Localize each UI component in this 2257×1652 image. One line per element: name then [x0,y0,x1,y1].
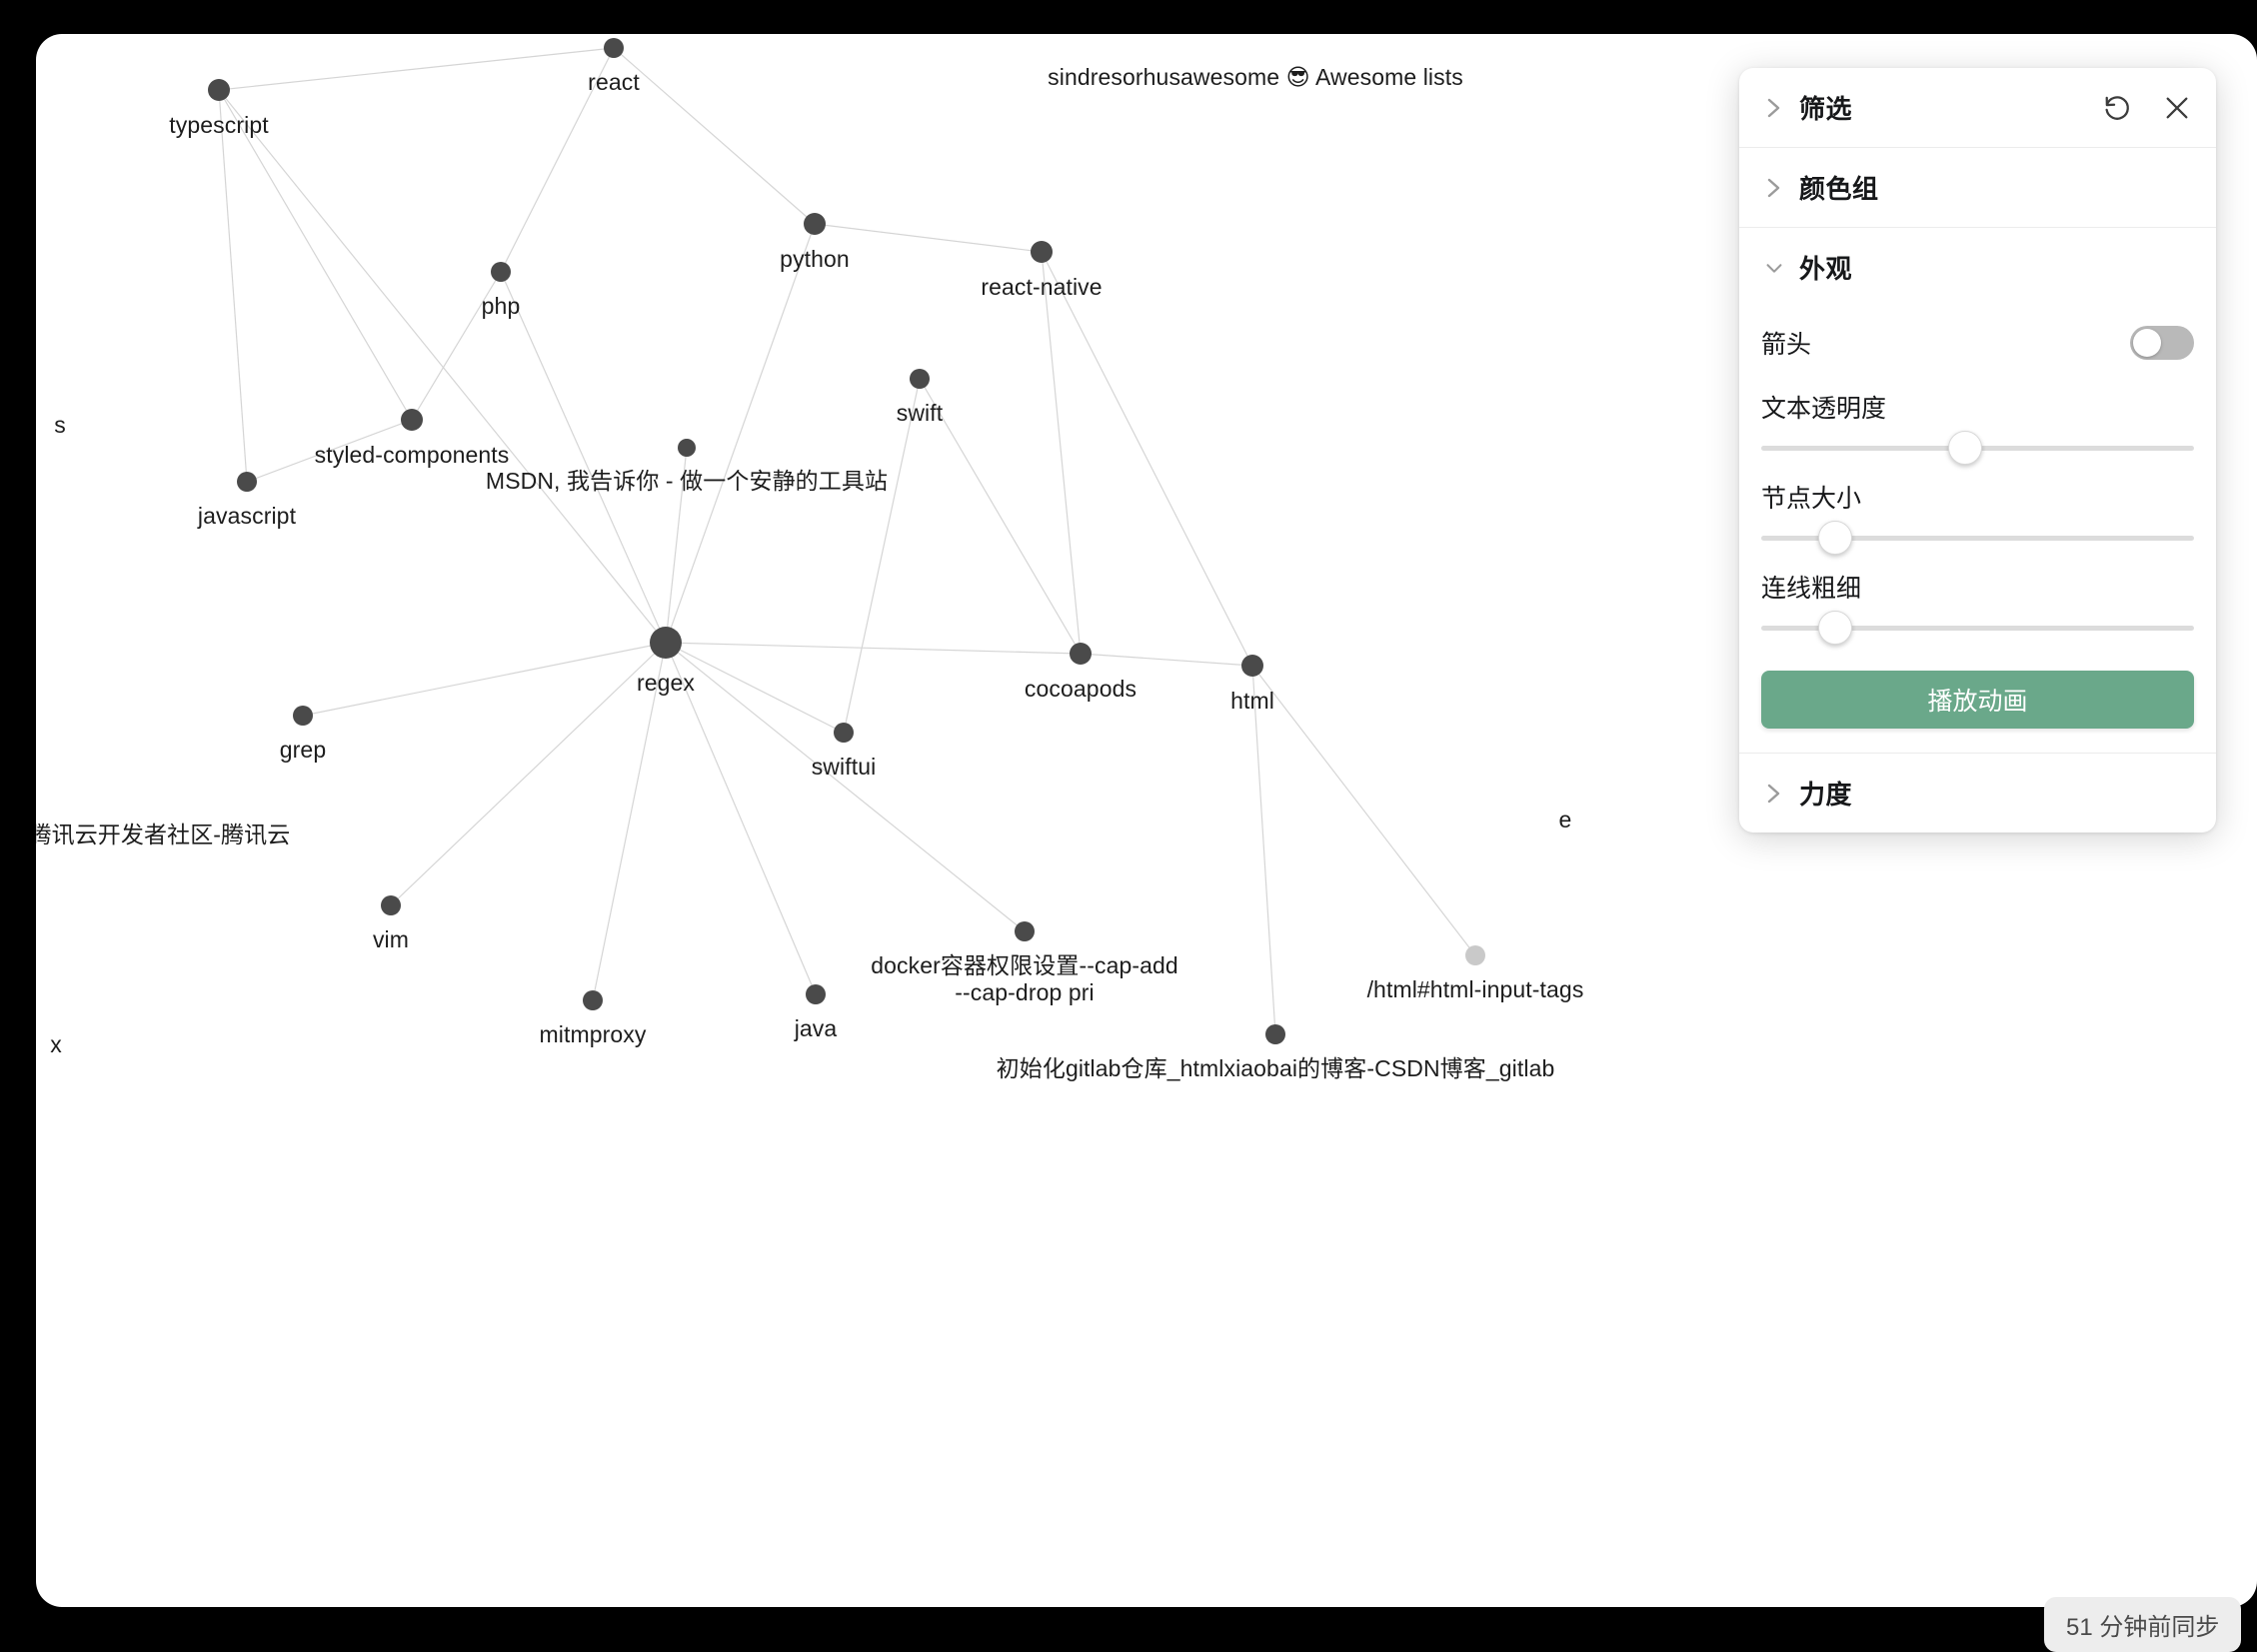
graph-node[interactable] [650,627,682,659]
settings-panel[interactable]: 筛选 颜色组 [1739,68,2216,832]
panel-section-colorgroup: 颜色组 [1739,148,2216,228]
graph-node[interactable] [208,79,230,101]
graph-node[interactable] [1070,643,1092,665]
arrows-row: 箭头 [1761,311,2194,375]
arrows-toggle[interactable] [2130,326,2194,360]
graph-link [665,447,688,644]
graph-link [500,271,667,644]
section-title-filter: 筛选 [1799,94,1853,124]
graph-node[interactable] [1015,921,1035,941]
reset-icon[interactable] [2100,91,2134,125]
graph-node[interactable] [806,984,826,1004]
section-header-colorgroup[interactable]: 颜色组 [1739,148,2216,227]
panel-section-filter: 筛选 [1739,68,2216,148]
graph-link [218,47,615,91]
play-animation-button[interactable]: 播放动画 [1761,671,2194,729]
graph-node[interactable] [804,213,826,235]
graph-node[interactable] [604,38,624,58]
graph-node[interactable] [583,990,603,1010]
slider-label-node-size: 节点大小 [1761,485,1862,513]
graph-link [1041,251,1253,667]
arrows-label: 箭头 [1761,331,1812,359]
section-header-appearance[interactable]: 外观 [1739,228,2216,307]
graph-link [500,47,615,273]
graph-link [246,419,413,483]
chevron-right-icon [1761,176,1787,200]
graph-link [390,642,667,906]
graph-node[interactable] [293,706,313,726]
section-title-colorgroup: 颜色组 [1799,174,1879,204]
slider-thumb[interactable] [1817,521,1852,555]
toggle-knob [2133,329,2161,357]
slider-label-text-opacity: 文本透明度 [1761,395,1887,423]
graph-link [218,89,413,421]
graph-link [592,642,667,1001]
chevron-right-icon [1761,96,1787,120]
slider-link-width[interactable] [1761,611,2194,645]
graph-node[interactable] [678,439,696,457]
chevron-down-icon [1761,257,1787,279]
graph-link [919,378,1082,655]
graph-link [665,642,1082,655]
graph-link [1251,665,1476,956]
section-header-filter[interactable]: 筛选 [1739,68,2216,147]
graph-links-layer [208,38,1485,1044]
slider-track [1761,535,2194,541]
chevron-right-icon [1761,782,1787,806]
graph-node[interactable] [1265,1024,1285,1044]
graph-node[interactable] [491,262,511,282]
section-title-forces: 力度 [1799,780,1853,810]
graph-link [1251,665,1276,1035]
appearance-body: 箭头 文本透明度 节点大小 连线粗细 播放动画 [1739,307,2216,753]
graph-link [411,271,502,421]
section-title-appearance: 外观 [1799,254,1853,284]
slider-node-size[interactable] [1761,521,2194,555]
close-icon[interactable] [2160,91,2194,125]
slider-track [1761,625,2194,631]
slider-thumb[interactable] [1947,431,1982,465]
graph-node[interactable] [834,723,854,743]
graph-node[interactable] [910,369,930,389]
graph-link [665,642,1026,932]
graph-link [665,642,845,734]
sync-status-badge: 51 分钟前同步 [2044,1597,2242,1652]
graph-link [843,378,921,734]
graph-link [1041,251,1082,655]
graph-link [1080,653,1253,667]
graph-node[interactable] [1465,945,1485,965]
graph-link [302,642,667,717]
graph-node[interactable] [237,472,257,492]
graph-node[interactable] [1031,241,1053,263]
section-header-forces[interactable]: 力度 [1739,754,2216,832]
graph-node[interactable] [1241,655,1263,677]
graph-link [218,89,248,483]
slider-text-opacity[interactable] [1761,431,2194,465]
slider-thumb[interactable] [1817,611,1852,645]
slider-label-link-width: 连线粗细 [1761,575,1862,603]
graph-link [665,642,817,995]
panel-section-forces: 力度 [1739,754,2216,832]
graph-link [814,223,1043,253]
panel-section-appearance: 外观 箭头 文本透明度 节点大小 连线粗细 [1739,228,2216,754]
graph-link [218,89,667,644]
graph-node[interactable] [381,895,401,915]
graph-link [665,223,816,644]
graph-link [613,47,816,225]
graph-node[interactable] [401,409,423,431]
